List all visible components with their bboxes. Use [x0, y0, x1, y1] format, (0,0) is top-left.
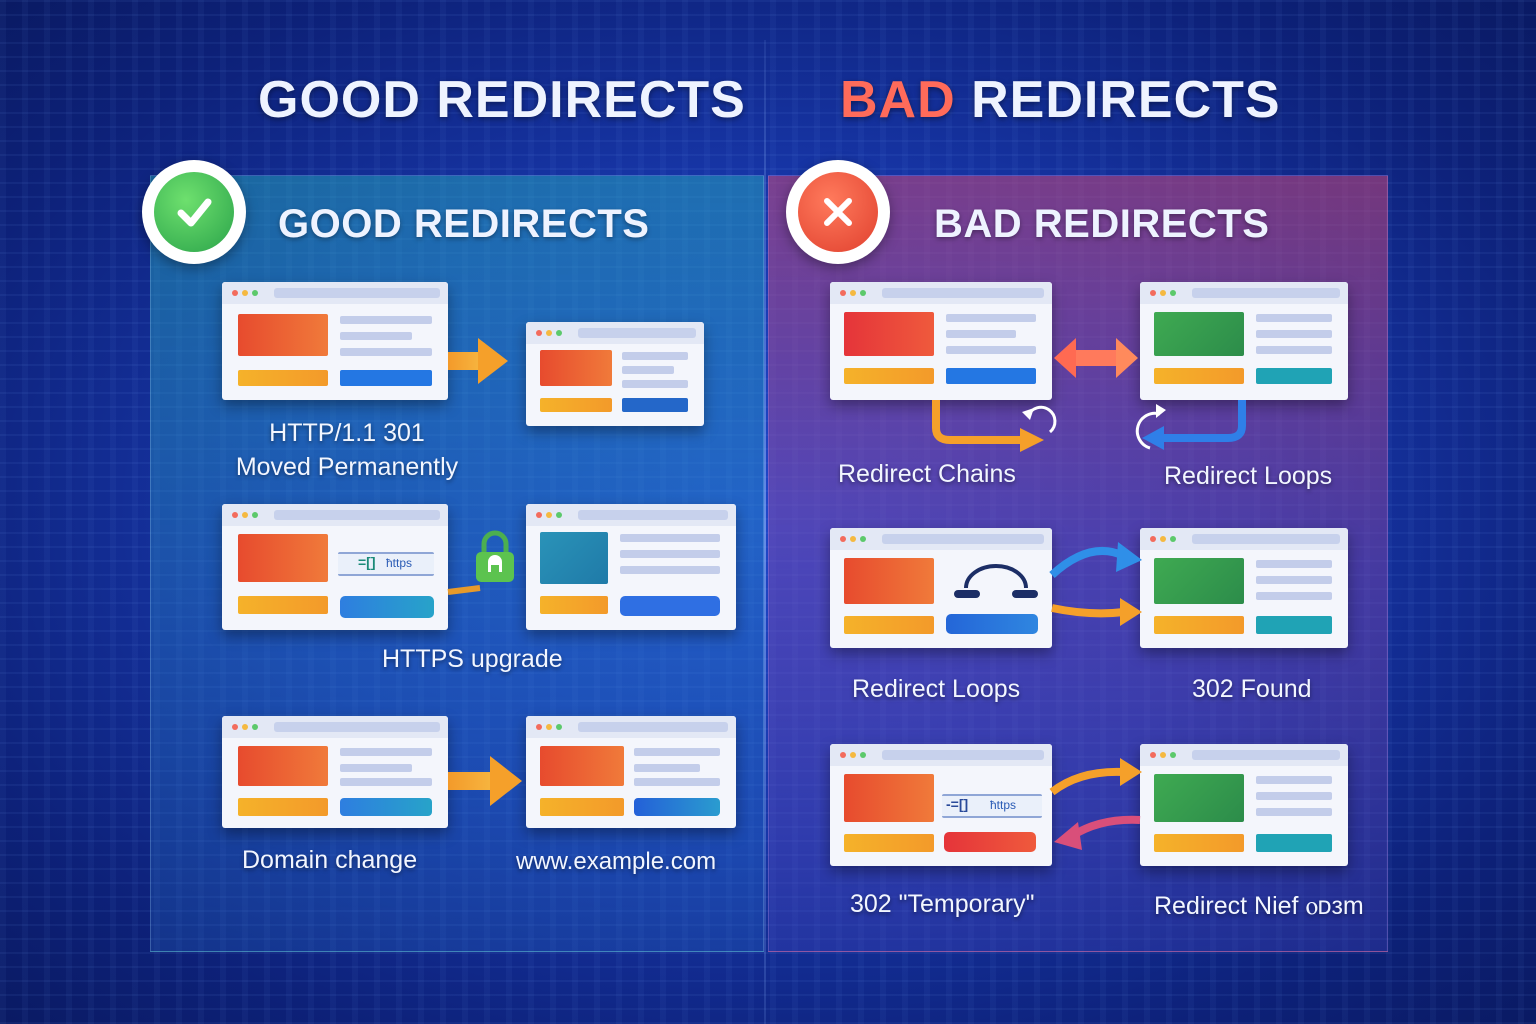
loop-glyph-icon	[954, 564, 1038, 598]
redirect-loops-label: Redirect Loops	[852, 675, 1021, 703]
label-line2: Moved Permanently	[235, 453, 459, 481]
redirect-chains-label: Redirect Chains	[838, 460, 1016, 488]
check-icon	[154, 172, 234, 252]
https-upgrade-label: HTTPS upgrade	[382, 645, 563, 673]
302-temporary-label: 302 "Temporary"	[850, 890, 1035, 918]
redirect-loops-label-top: Redirect Loops	[1164, 462, 1333, 490]
domain-change-label: Domain change	[242, 846, 418, 874]
good-redirects-heading: GOOD REDIRECTS	[258, 71, 746, 129]
label-line1: HTTP/1.1 301	[269, 419, 425, 447]
url-bracket-icon: =[]	[358, 554, 376, 570]
bad-badge	[786, 160, 890, 264]
x-icon	[798, 172, 878, 252]
browser-window-chain-b	[1140, 282, 1348, 400]
redirects-word: REDIRECTS	[955, 71, 1281, 129]
https-text: ħttps	[386, 556, 413, 570]
redirect-301-label: HTTP/1.1 301 Moved Permanently	[222, 416, 472, 484]
browser-window-loop-b	[1140, 528, 1348, 648]
302-found-label: 302 Found	[1192, 675, 1312, 703]
browser-window-temp-a: -=[] ħttps	[830, 744, 1052, 866]
bad-redirects-heading: BAD REDIRECTS	[840, 70, 1281, 130]
browser-window-new-domain	[526, 716, 736, 828]
center-divider	[764, 40, 766, 1024]
browser-window-http: =[] ħttps	[222, 504, 448, 630]
browser-window-target	[526, 322, 704, 426]
good-panel-title: GOOD REDIRECTS	[278, 202, 650, 246]
url-bracket-icon: -=[]	[946, 796, 969, 812]
lock-icon	[472, 528, 518, 589]
browser-window-source	[222, 282, 448, 400]
browser-window-chain-a	[830, 282, 1052, 400]
good-badge	[142, 160, 246, 264]
browser-window-temp-b	[1140, 744, 1348, 866]
https-text: ħttps	[990, 798, 1017, 812]
bad-panel-title: BAD REDIRECTS	[934, 202, 1270, 246]
redirect-misc-label: Redirect Nief ⲟᴅᴈm	[1154, 892, 1364, 920]
browser-window-https	[526, 504, 736, 630]
bad-word: BAD	[840, 71, 956, 129]
example-domain-label: www.example.com	[516, 848, 717, 875]
browser-window-loop-a	[830, 528, 1052, 648]
browser-window-old-domain	[222, 716, 448, 828]
